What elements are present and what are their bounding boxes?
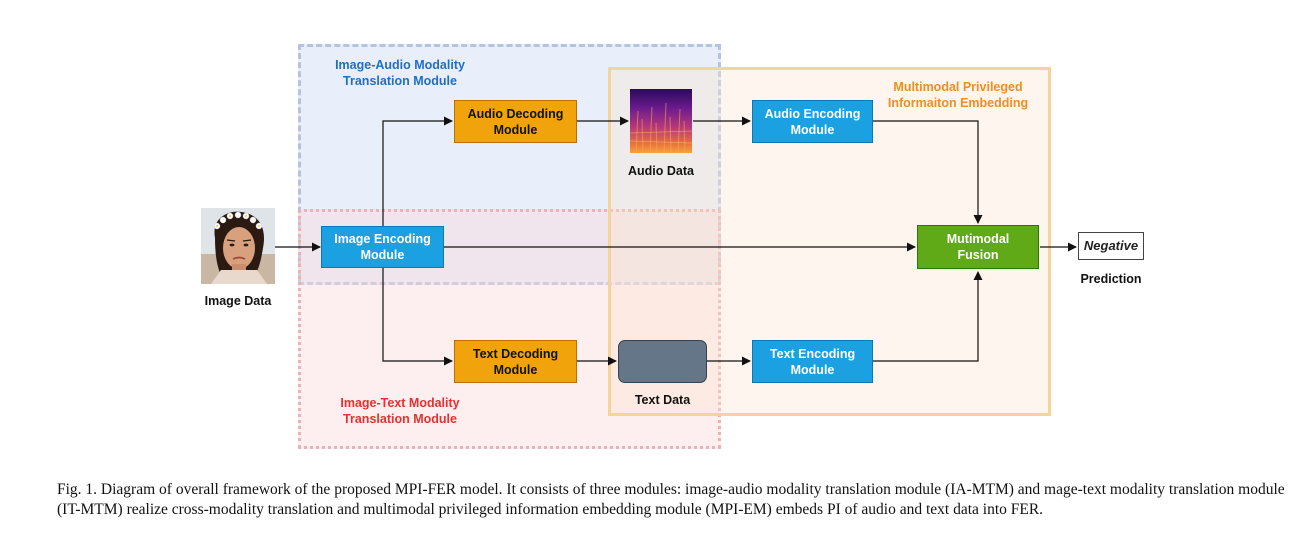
multimodal-fusion-label: Mutimodal Fusion bbox=[946, 232, 1010, 262]
image-data-label: Image Data bbox=[204, 294, 272, 308]
text-decoding-module-label: Text Decoding Module bbox=[472, 346, 559, 377]
prediction-value: Negative bbox=[1083, 238, 1139, 253]
text-decoding-module: Text Decoding Module bbox=[454, 340, 577, 383]
image-encoding-module-label: Image Encoding Module bbox=[334, 232, 431, 262]
text-encoding-module-label: Text Encoding Module bbox=[769, 346, 856, 377]
audio-decoding-module-label: Audio Decoding Module bbox=[467, 106, 564, 137]
audio-encoding-module-label: Audio Encoding Module bbox=[764, 106, 861, 137]
figure-caption: Fig. 1. Diagram of overall framework of … bbox=[57, 481, 1285, 518]
prediction-box: Negative bbox=[1078, 232, 1144, 260]
ia-mtm-title: Image-Audio Modality Translation Module bbox=[335, 58, 465, 88]
face-image bbox=[201, 208, 275, 284]
text-data-box bbox=[618, 340, 707, 383]
audio-encoding-module: Audio Encoding Module bbox=[752, 100, 873, 143]
audio-data-label: Audio Data bbox=[628, 164, 694, 178]
it-mtm-title: Image-Text Modality Translation Module bbox=[340, 396, 460, 426]
audio-decoding-module: Audio Decoding Module bbox=[454, 100, 577, 143]
prediction-label: Prediction bbox=[1080, 272, 1142, 286]
image-encoding-module: Image Encoding Module bbox=[321, 226, 444, 268]
mpi-em-title: Multimodal Privileged Informaiton Embedd… bbox=[887, 80, 1029, 110]
text-encoding-module: Text Encoding Module bbox=[752, 340, 873, 383]
text-data-label: Text Data bbox=[634, 393, 691, 407]
multimodal-fusion-module: Mutimodal Fusion bbox=[917, 225, 1039, 269]
spectrogram-image bbox=[630, 89, 692, 153]
